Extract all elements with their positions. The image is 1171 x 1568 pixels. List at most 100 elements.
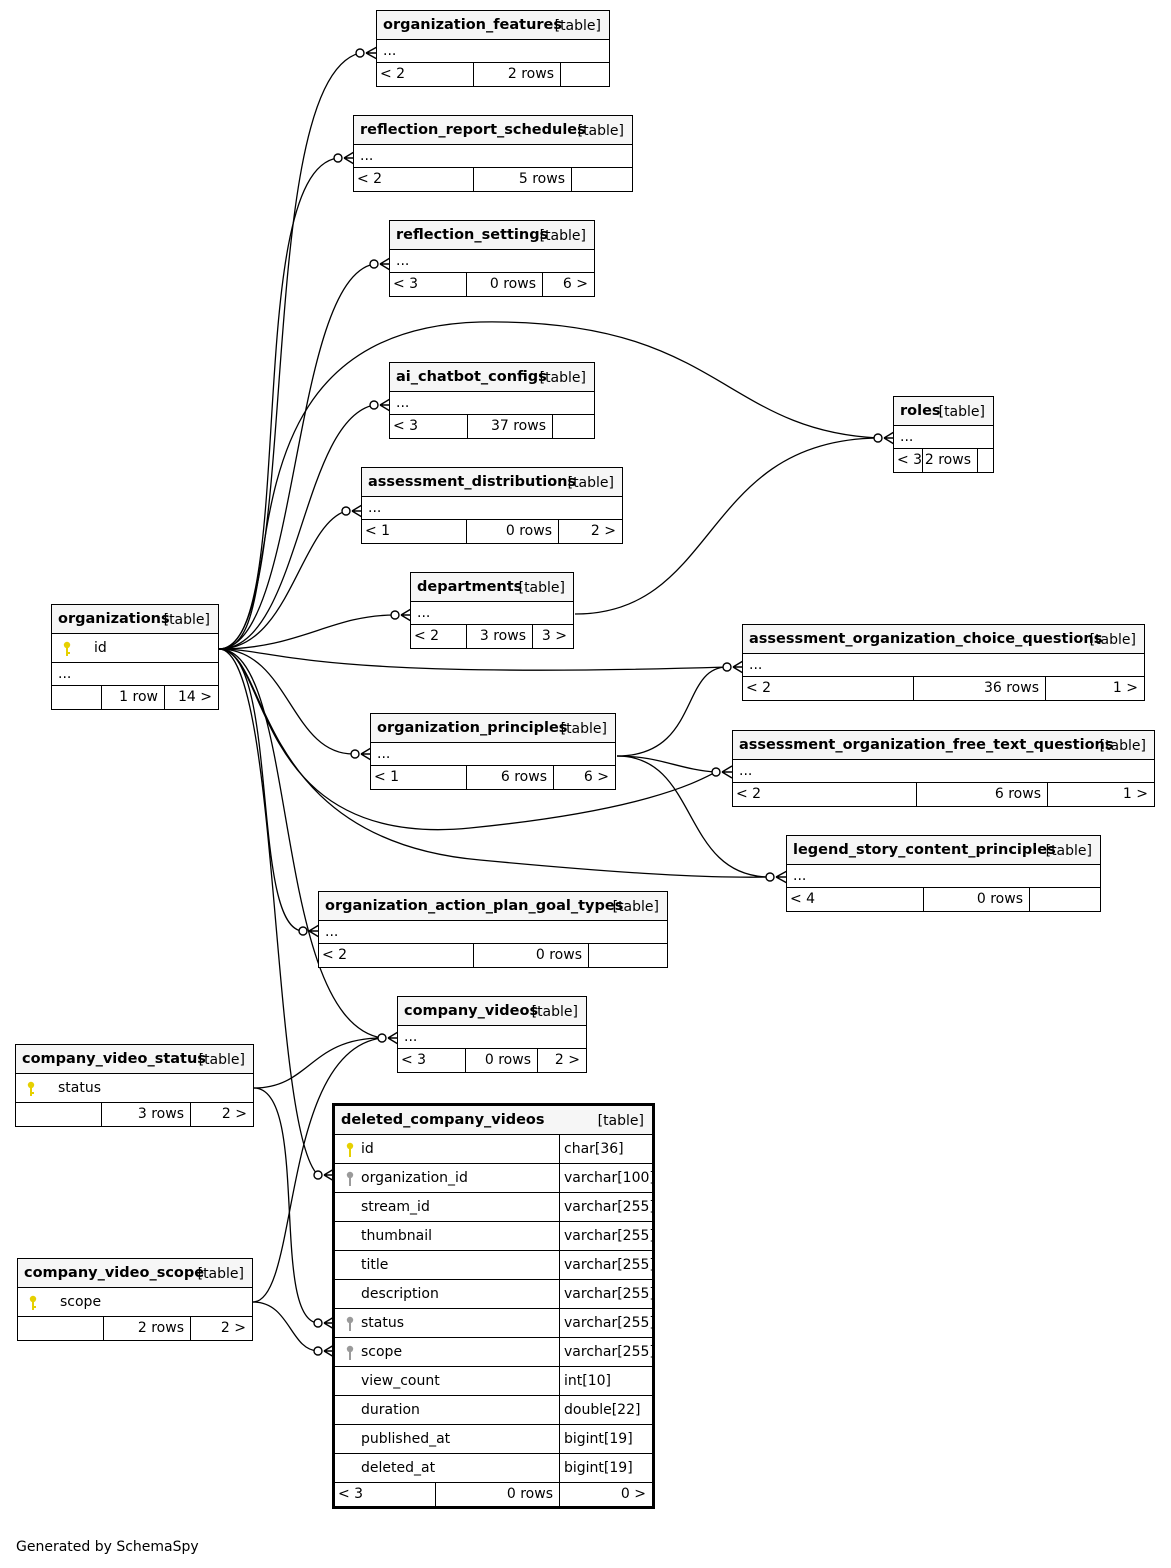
parents-count[interactable]: < 2 (322, 947, 348, 963)
row-count: 37 rows (467, 415, 552, 438)
column-row[interactable]: thumbnail varchar[255] (335, 1222, 655, 1251)
children-count[interactable]: 2 > (190, 1317, 252, 1340)
table-organization-action-plan-goal-types[interactable]: organization_action_plan_goal_types[tabl… (318, 891, 668, 968)
edge-organizations-goal-types (218, 648, 304, 932)
table-footer: < 1 6 rows 6 > (371, 766, 615, 789)
children-count[interactable] (571, 168, 632, 191)
table-company-video-status[interactable]: company_video_status[table] status 3 row… (15, 1044, 254, 1127)
parents-count[interactable]: < 3 (338, 1486, 364, 1502)
ellipsis-row: ... (354, 145, 632, 168)
parents-count[interactable]: < 1 (365, 523, 391, 539)
table-roles[interactable]: roles[table] ... < 3 2 rows (893, 396, 994, 473)
column-name: thumbnail (361, 1228, 432, 1244)
table-footer: < 3 2 rows (894, 449, 993, 472)
table-assessment-organization-choice-questions[interactable]: assessment_organization_choice_questions… (742, 624, 1145, 701)
table-company-video-scope[interactable]: company_video_scope[table] scope 2 rows … (17, 1258, 253, 1341)
table-departments[interactable]: departments[table] ... < 2 3 rows 3 > (410, 572, 574, 649)
table-type: [table] (539, 370, 586, 386)
children-count[interactable] (552, 415, 594, 438)
parents-count[interactable] (16, 1103, 101, 1126)
parents-count[interactable] (18, 1317, 103, 1340)
table-legend-story-content-principles[interactable]: legend_story_content_principles[table] .… (786, 835, 1101, 912)
table-assessment-organization-free-text-questions[interactable]: assessment_organization_free_text_questi… (732, 730, 1155, 807)
table-ai-chatbot-configs[interactable]: ai_chatbot_configs[table] ... < 3 37 row… (389, 362, 595, 439)
table-type: [table] (560, 721, 607, 737)
ellipsis-row: ... (371, 743, 615, 766)
table-name: legend_story_content_principles (793, 842, 1056, 858)
table-reflection-settings[interactable]: reflection_settings[table] ... < 3 0 row… (389, 220, 595, 297)
row-count: 3 rows (101, 1103, 190, 1126)
row-count: 2 rows (473, 63, 560, 86)
table-footer: < 2 6 rows 1 > (733, 783, 1154, 806)
table-organizations[interactable]: organizations[table] id ... 1 row 14 > (51, 604, 219, 710)
children-count[interactable]: 0 > (559, 1483, 652, 1506)
children-count[interactable]: 2 > (537, 1049, 586, 1072)
row-count: 0 rows (435, 1483, 559, 1506)
children-count[interactable] (560, 63, 609, 86)
table-company-videos[interactable]: company_videos[table] ... < 3 0 rows 2 > (397, 996, 587, 1073)
parents-count[interactable]: < 3 (897, 452, 923, 468)
children-count[interactable]: 14 > (164, 686, 218, 709)
children-count[interactable]: 6 > (553, 766, 615, 789)
table-footer: 2 rows 2 > (18, 1317, 252, 1340)
children-count[interactable]: 2 > (558, 520, 622, 543)
row-count: 0 rows (473, 944, 588, 967)
children-count[interactable] (977, 449, 993, 472)
parents-count[interactable]: < 2 (414, 628, 440, 644)
key-row: status (16, 1074, 253, 1103)
column-name: scope (361, 1344, 403, 1360)
table-organization-principles[interactable]: organization_principles[table] ... < 1 6… (370, 713, 616, 790)
edge-status-deleted-company-videos (253, 1087, 319, 1324)
table-name: deleted_company_videos (341, 1112, 545, 1128)
children-count[interactable]: 1 > (1047, 783, 1154, 806)
table-type: [table] (577, 123, 624, 139)
parents-count[interactable]: < 2 (380, 66, 406, 82)
children-count[interactable] (1029, 888, 1100, 911)
parents-count[interactable]: < 3 (393, 276, 419, 292)
ellipsis-row: ... (411, 602, 573, 625)
parents-count[interactable]: < 1 (374, 769, 400, 785)
edge-principles-choice-questions (616, 666, 728, 757)
children-count[interactable]: 3 > (532, 625, 573, 648)
table-type: [table] (539, 228, 586, 244)
parents-count[interactable]: < 3 (393, 418, 419, 434)
parents-count[interactable]: < 2 (357, 171, 383, 187)
table-assessment-distributions[interactable]: assessment_distributions[table] ... < 1 … (361, 467, 623, 544)
table-organization-features[interactable]: organization_features[table] ... < 2 2 r… (376, 10, 610, 87)
table-name: assessment_organization_choice_questions (749, 631, 1103, 647)
parents-count[interactable]: < 2 (746, 680, 772, 696)
table-footer: < 2 2 rows (377, 63, 609, 86)
primary-key-icon (27, 1081, 35, 1096)
children-count[interactable]: 6 > (542, 273, 594, 296)
parents-count[interactable] (52, 686, 101, 709)
parents-count[interactable]: < 2 (736, 786, 762, 802)
children-count[interactable]: 1 > (1045, 677, 1144, 700)
children-count[interactable]: 2 > (190, 1103, 253, 1126)
table-reflection-report-schedules[interactable]: reflection_report_schedules[table] ... <… (353, 115, 633, 192)
edge-scope-deleted-company-videos (252, 1301, 319, 1352)
parents-count[interactable]: < 4 (790, 891, 816, 907)
edge-organizations-reflection-settings (218, 263, 375, 650)
column-type: varchar[255] (559, 1222, 655, 1250)
table-name: assessment_organization_free_text_questi… (739, 737, 1114, 753)
table-name: company_videos (404, 1003, 539, 1019)
table-name: ai_chatbot_configs (396, 369, 547, 385)
edge-organizations-departments (218, 614, 396, 650)
ellipsis-row: ... (52, 663, 218, 686)
parents-count[interactable]: < 3 (401, 1052, 427, 1068)
children-count[interactable] (588, 944, 667, 967)
table-type: [table] (1099, 738, 1146, 754)
